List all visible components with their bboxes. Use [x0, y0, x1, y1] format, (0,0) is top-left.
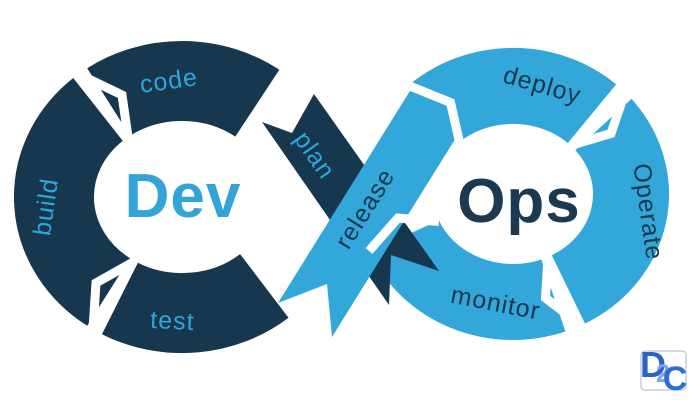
gap-deploy-operate-chevron [569, 91, 630, 150]
gap-code-build-chevron [76, 69, 133, 138]
gap-monitor-plan-chevron [365, 213, 440, 254]
operate-arc-segment [550, 98, 669, 324]
logo-bracket-outline [640, 350, 687, 391]
dev-title: Dev [125, 162, 242, 231]
logo-letter-c: C [663, 360, 688, 398]
release-ribbon [278, 71, 467, 337]
test-label: test [150, 306, 196, 336]
ops-title: Ops [457, 167, 581, 236]
logo-letter-d: D [640, 344, 666, 385]
gap-operate-monitor-chevron [540, 256, 584, 329]
gap-release-deploy-chevron [406, 81, 464, 143]
logo-letter-2: 2 [656, 360, 670, 388]
d2c-logo: D 2 C [640, 344, 687, 398]
segment-gap-chevrons [76, 69, 630, 330]
gap-build-test-chevron [88, 257, 138, 330]
test-arc-segment [101, 253, 289, 354]
build-arc-segment [13, 78, 132, 326]
